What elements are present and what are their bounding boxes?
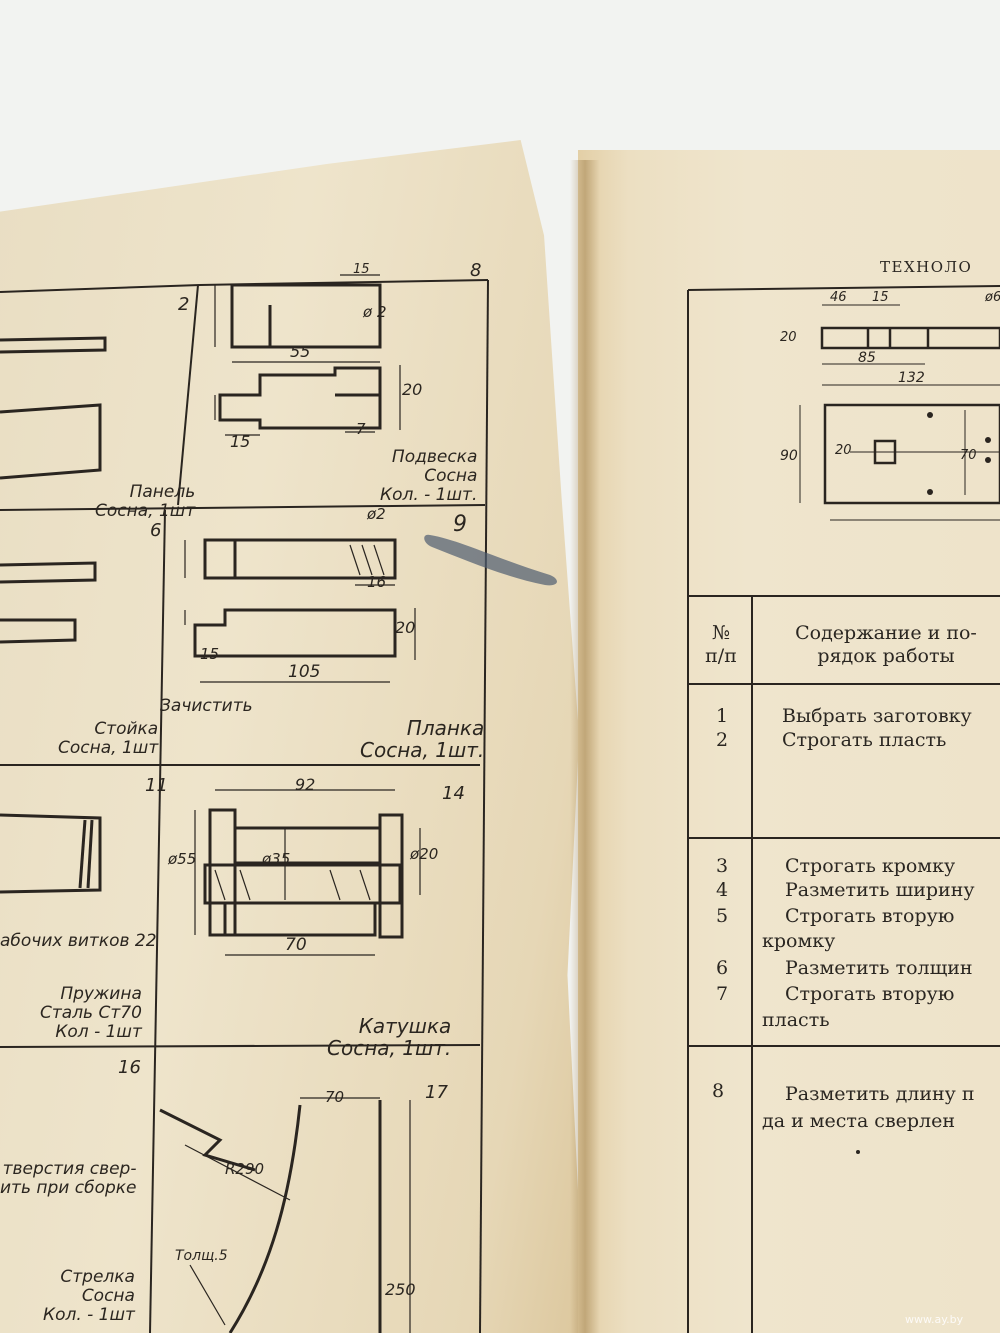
- cell-number-9: 9: [453, 512, 467, 537]
- page-header: ТЕХНОЛО: [880, 258, 973, 276]
- dim-label: 55: [290, 342, 311, 361]
- dim-label: 7: [356, 420, 366, 438]
- dim-label: 15: [230, 432, 251, 451]
- cell-number-14: 14: [442, 783, 465, 804]
- dim-label: 70: [325, 1088, 345, 1106]
- dim-label: ø6: [985, 290, 1000, 305]
- dim-label: 20: [780, 330, 797, 345]
- dim-label: 85: [858, 350, 876, 366]
- table-row-text: Разметить ширину: [785, 879, 975, 901]
- dim-label: 105: [288, 662, 321, 682]
- caption-panel: Панель Сосна, 1шт: [95, 482, 196, 521]
- table-row-text: Строгать вторую: [785, 905, 955, 927]
- caption-podveska: Подвеска Сосна Кол. - 1шт.: [380, 447, 478, 505]
- dim-label: 70: [960, 448, 977, 463]
- caption-stoika: Стойка Сосна, 1шт: [58, 719, 159, 758]
- note-zachistit: Зачистить: [160, 696, 253, 716]
- dim-label: Толщ.5: [175, 1248, 228, 1264]
- dim-label: 92: [295, 775, 316, 794]
- cell-number-6: 6: [150, 520, 162, 541]
- dim-label: 90: [780, 448, 798, 464]
- caption-strelka: Стрелка Сосна Кол. - 1шт: [43, 1267, 135, 1325]
- table-row-text-cont: кромку: [762, 930, 836, 952]
- cell-number-8: 8: [470, 260, 482, 281]
- table-row-text: Строгать пласть: [782, 729, 947, 751]
- table-row-num: 2: [716, 729, 729, 751]
- dim-label: R290: [225, 1160, 265, 1178]
- caption-vitki: абочих витков 22: [0, 931, 157, 951]
- watermark: www.ay.by: [905, 1313, 964, 1326]
- table-row-num: 8: [712, 1080, 725, 1102]
- table-row-text: Разметить длину п: [785, 1083, 975, 1105]
- caption-pruzhina: Пружина Сталь Ст70 Кол - 1шт: [40, 984, 142, 1042]
- caption-planka: Планка Сосна, 1шт.: [360, 716, 485, 762]
- cell-number-17: 17: [425, 1082, 448, 1103]
- cell-number-2: 2: [178, 294, 190, 315]
- table-row-text: Строгать вторую: [785, 983, 955, 1005]
- cell-number-16: 16: [118, 1057, 141, 1078]
- table-row-num: 7: [716, 983, 729, 1005]
- dim-label: ø 2: [363, 303, 387, 321]
- dim-label: 70: [285, 935, 307, 955]
- table-row-text-cont: пласть: [762, 1009, 830, 1031]
- dim-label: 250: [385, 1280, 416, 1299]
- dim-label: ø35: [262, 850, 291, 868]
- table-row-text: Разметить толщин: [785, 957, 973, 979]
- caption-otverstiya: тверстия свер- ить при сборке: [0, 1159, 137, 1198]
- dim-label: 16: [367, 573, 387, 591]
- table-row-num: 6: [716, 957, 729, 979]
- table-row-num: 4: [716, 879, 729, 901]
- dim-label: ø20: [410, 845, 439, 863]
- book-gutter: [570, 160, 600, 1333]
- dim-label: ø2: [367, 505, 386, 523]
- table-row-num: 1: [716, 705, 729, 727]
- table-header-content: Содержание и по- рядок работы: [795, 622, 977, 667]
- dim-label: 20: [395, 618, 416, 637]
- table-row-num: 5: [716, 905, 729, 927]
- table-row-text: Строгать кромку: [785, 855, 956, 877]
- dim-label: 15: [872, 290, 889, 305]
- cell-number-11: 11: [145, 775, 168, 796]
- dim-label: 20: [835, 443, 852, 458]
- table-row-text: Выбрать заготовку: [782, 705, 972, 727]
- dim-label: 15: [353, 262, 370, 277]
- table-row-num: 3: [716, 855, 729, 877]
- dim-label: 46: [830, 290, 847, 305]
- table-header-num: № п/п: [705, 622, 737, 667]
- dim-label: 20: [402, 380, 423, 399]
- table-row-text-cont: да и места сверлен: [762, 1110, 956, 1132]
- caption-katushka: Катушка Сосна, 1шт.: [327, 1014, 452, 1060]
- dim-label: 132: [898, 370, 925, 386]
- dim-label: 15: [200, 645, 220, 663]
- dim-label: ø55: [168, 850, 197, 868]
